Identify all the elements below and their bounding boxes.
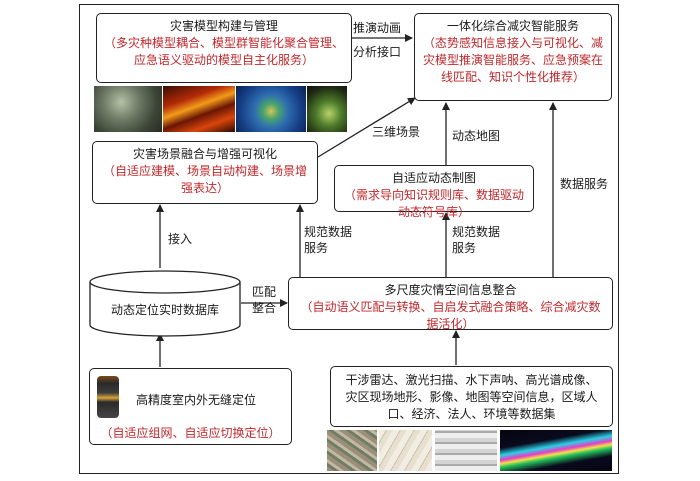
data-sources-text: 干涉雷达、激光扫描、水下声呐、高光谱成像、灾区现场地形、影像、地图等空间信息，区… (345, 373, 598, 421)
label-access: 接入 (168, 232, 193, 246)
integrated-service-title: 一体化综合减灾智能服务 (446, 19, 579, 33)
scene-fusion-title: 灾害场景融合与增强可视化 (132, 147, 277, 161)
data-sources-box: 干涉雷达、激光扫描、水下声呐、高光谱成像、灾区现场地形、影像、地图等空间信息，区… (330, 366, 613, 427)
handheld-device-image (97, 376, 119, 418)
label-deduction: 推演动画 (353, 21, 402, 35)
label-data-service: 数据服务 (560, 177, 609, 191)
model-image-ocean (236, 86, 306, 132)
positioning-detail: （自适应组网、自适应切换定位） (100, 426, 281, 440)
disaster-model-title: 灾害模型构建与管理 (169, 19, 278, 33)
multiscale-title: 多尺度灾情空间信息整合 (384, 283, 517, 297)
multiscale-detail: （自动语义匹配与转换、自启发式融合策略、综合减灾数据活化） (300, 300, 601, 331)
source-image-aerial (327, 430, 377, 471)
scene-fusion-box: 灾害场景融合与增强可视化 （自适应建模、场景自动构建、场景增强表达） (92, 141, 318, 204)
model-image-city (307, 86, 347, 132)
multiscale-box: 多尺度灾情空间信息整合 （自动语义匹配与转换、自启发式融合策略、综合减灾数据活化… (288, 277, 613, 331)
arrow-scene-to-service (317, 97, 416, 158)
source-image-pointcloud (500, 430, 612, 471)
realtime-db-label: 动态定位实时数据库 (110, 303, 219, 317)
label-match: 匹配整合 (252, 285, 277, 315)
label-three-d-scene: 三维场景 (372, 125, 421, 139)
integrated-service-box: 一体化综合减灾智能服务 （态势感知信息接入与可视化、减灾模型推演智能服务、应急预… (414, 13, 612, 101)
positioning-box: 高精度室内外无缝定位 （自适应组网、自适应切换定位） (89, 368, 292, 445)
label-norm-service-b: 规范数据服务 (452, 225, 501, 255)
model-image-fire (163, 86, 235, 132)
label-dynamic-map: 动态地图 (452, 129, 501, 143)
disaster-model-box: 灾害模型构建与管理 （多灾种模型耦合、模型群智能化聚合管理、应急语义驱动的模型自… (96, 13, 352, 83)
scene-fusion-detail: （自适应建模、场景自动构建、场景增强表达） (102, 164, 307, 195)
model-image-terrain (94, 86, 162, 132)
integrated-service-detail: （态势感知信息接入与可视化、减灾模型推演智能服务、应急预案在线匹配、知识个性化推… (422, 36, 603, 84)
source-image-3d-city (435, 430, 497, 471)
disaster-model-detail: （多灾种模型耦合、模型群智能化聚合管理、应急语义驱动的模型自主化服务） (103, 36, 344, 67)
diagram-frame (79, 4, 619, 474)
adaptive-mapping-detail: （需求导向知识规则库、数据驱动动态符号库） (343, 188, 524, 219)
adaptive-mapping-title: 自适应动态制图 (391, 171, 476, 185)
database-cylinder (89, 270, 241, 337)
positioning-title: 高精度室内外无缝定位 (136, 393, 257, 407)
source-image-map (379, 430, 432, 471)
label-analysis: 分析接口 (353, 45, 402, 59)
label-norm-service-a: 规范数据服务 (304, 225, 353, 255)
adaptive-mapping-box: 自适应动态制图 （需求导向知识规则库、数据驱动动态符号库） (334, 165, 534, 219)
